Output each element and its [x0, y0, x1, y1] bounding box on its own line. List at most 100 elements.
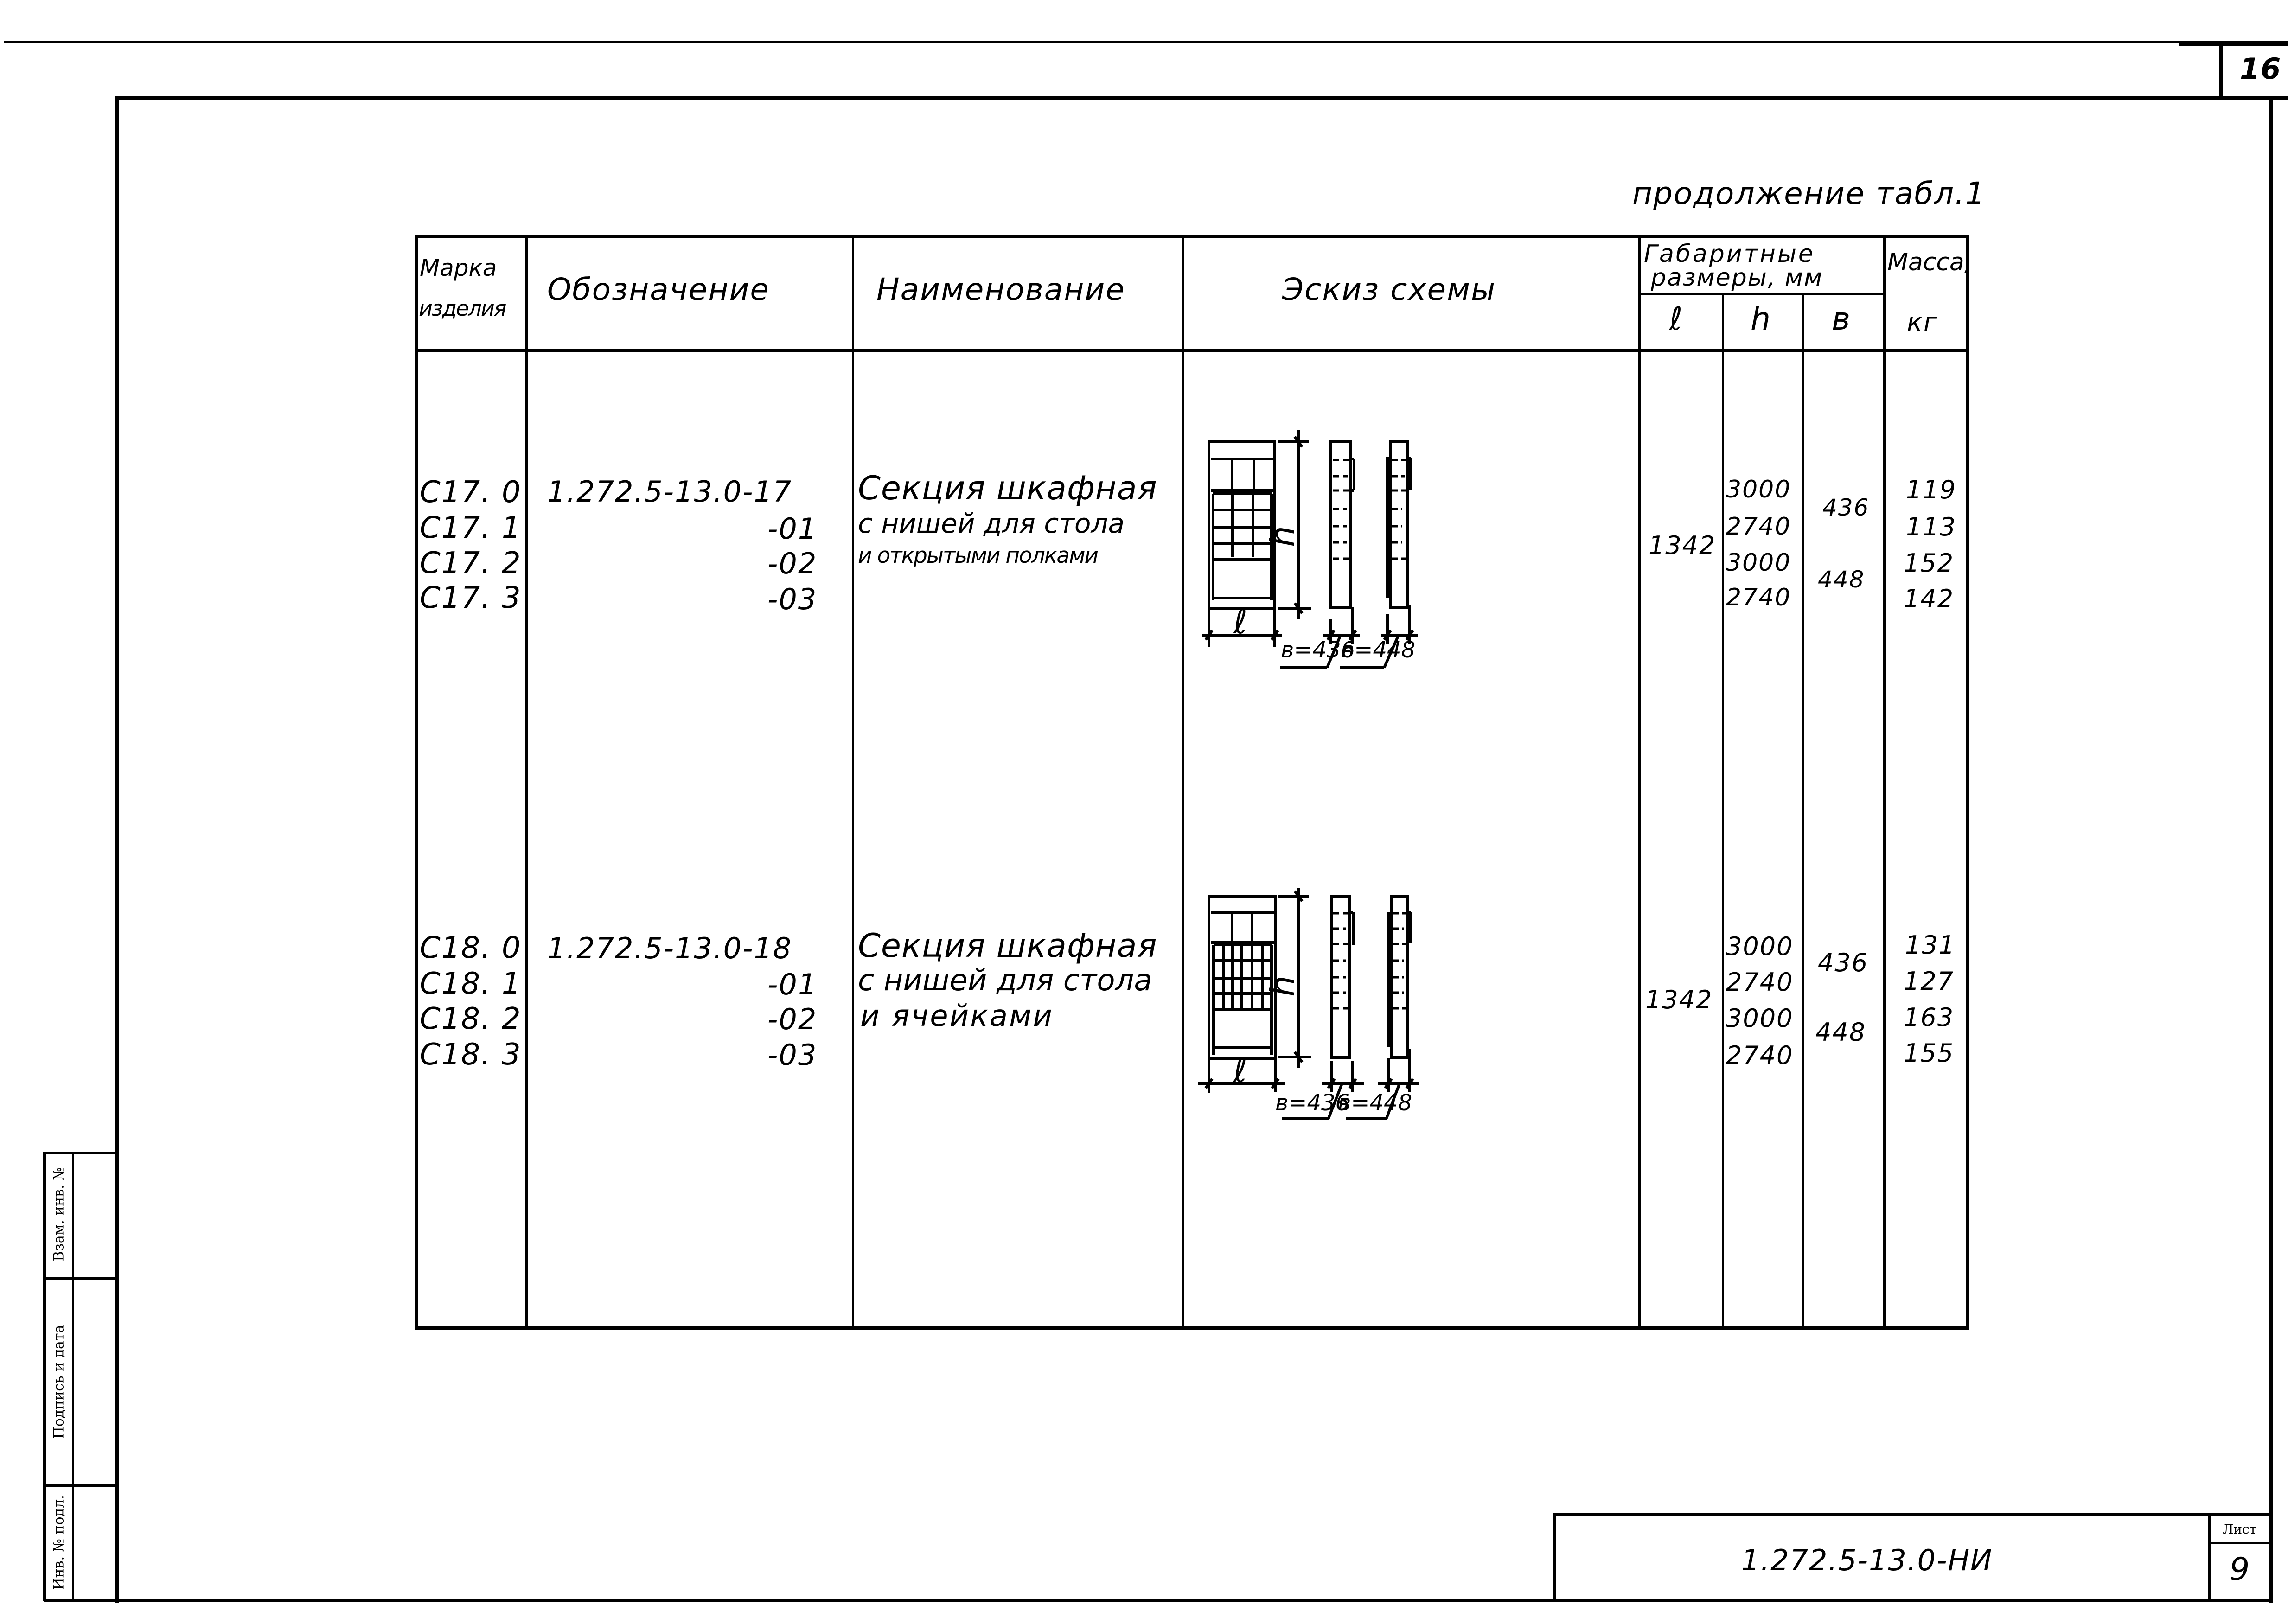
dim-h-value: 2740	[1726, 584, 1791, 611]
mass-value: 163	[1904, 1003, 1955, 1032]
name-line: и ячейками	[860, 999, 1054, 1033]
dim-b-value: 448	[1818, 566, 1865, 593]
header-dim-h: h	[1751, 301, 1772, 338]
mark-cell: С17. 1	[420, 511, 522, 545]
name-line: Секция шкафная	[858, 927, 1157, 965]
header-name: Наименование	[876, 272, 1125, 307]
title-block-top	[1553, 1513, 2272, 1516]
sketch-b-label-2: в=448	[1341, 637, 1416, 663]
designation-suffix: -01	[767, 512, 818, 546]
corner-box-top	[2179, 43, 2288, 46]
stamp-label-replacement-inv: Взам. инв. №	[51, 1167, 67, 1261]
sketch-l-label: ℓ	[1233, 1051, 1248, 1089]
sketch-h-label: h	[1263, 974, 1302, 997]
header-dim-b: в	[1832, 301, 1852, 338]
mass-value: 152	[1904, 548, 1955, 578]
frame-left	[115, 96, 119, 1603]
dim-l-value: 1342	[1649, 531, 1716, 560]
sketch-c17	[1202, 430, 1418, 669]
mass-value: 142	[1904, 584, 1955, 613]
col-line-0	[415, 235, 418, 1330]
title-block-sheet-divider	[2208, 1513, 2211, 1601]
sheet-label: Лист	[2223, 1522, 2257, 1537]
name-line: Секция шкафная	[858, 469, 1157, 507]
sketch-b-label-1: в=436	[1275, 1090, 1350, 1116]
table-header-bottom	[415, 349, 1969, 352]
sketch-b-label-1: в=436	[1281, 637, 1355, 663]
stamp-top	[43, 1152, 117, 1154]
mark-cell: С18. 2	[420, 1002, 522, 1036]
designation-suffix: -01	[767, 968, 818, 1001]
mark-cell: С17. 0	[420, 475, 522, 509]
col-line-4	[1638, 235, 1641, 1330]
scan-top-line	[4, 41, 2288, 43]
designation-main: 1.272.5-13.0-18	[547, 931, 792, 965]
mark-cell: С18. 0	[420, 931, 522, 965]
mass-value: 155	[1904, 1038, 1955, 1068]
sketch-h-label: h	[1263, 525, 1302, 547]
dim-b-value: 436	[1822, 494, 1870, 521]
dim-l-value: 1342	[1645, 985, 1713, 1014]
header-dimensions-line1: Габаритные	[1644, 240, 1815, 268]
corner-number: 16	[2240, 52, 2282, 86]
document-code: 1.272.5-13.0-НИ	[1741, 1543, 1993, 1577]
sheet-number: 9	[2230, 1551, 2251, 1588]
header-sketch: Эскиз схемы	[1282, 272, 1496, 307]
title-block-sheet-label-divider	[2208, 1542, 2271, 1544]
stamp-row-divider-2	[43, 1484, 117, 1487]
mark-cell: С17. 3	[420, 581, 522, 615]
sketch-c18	[1198, 888, 1419, 1120]
col-line-1	[525, 235, 528, 1330]
dim-h-value: 3000	[1726, 549, 1791, 577]
header-mass: Масса,	[1887, 248, 1972, 276]
dim-b-value: 436	[1818, 948, 1869, 977]
stamp-label-signature-date: Подпись и дата	[51, 1325, 67, 1439]
title-block-left	[1553, 1513, 1556, 1601]
col-line-6	[1802, 293, 1804, 1330]
header-dimensions-line2: размеры, мм	[1651, 264, 1823, 292]
dim-b-value: 448	[1815, 1018, 1866, 1047]
table-caption: продолжение табл.1	[1632, 176, 1986, 211]
table-top-border	[415, 235, 1969, 238]
col-line-8	[1966, 235, 1969, 1330]
header-mark-line2: изделия	[419, 296, 506, 321]
mass-value: 119	[1906, 475, 1957, 504]
dim-h-value: 3000	[1726, 476, 1791, 503]
dim-h-value: 2740	[1726, 513, 1791, 541]
stamp-inner-divider	[72, 1152, 74, 1601]
stamp-row-divider-1	[43, 1277, 117, 1280]
designation-main: 1.272.5-13.0-17	[547, 475, 792, 509]
frame-bottom	[44, 1599, 2273, 1602]
frame-right	[2269, 96, 2273, 1603]
designation-suffix: -02	[767, 1002, 818, 1036]
col-line-5	[1722, 293, 1724, 1330]
dim-h-value: 2740	[1726, 1041, 1794, 1070]
name-line: с нишей для стола	[858, 508, 1125, 539]
sketch-b-label-2: в=448	[1338, 1090, 1412, 1116]
table-bottom-border	[415, 1326, 1969, 1330]
corner-box-left	[2219, 43, 2223, 99]
designation-suffix: -03	[767, 582, 818, 616]
dim-subheader-line	[1639, 293, 1885, 295]
header-mark-line1: Марка	[420, 255, 497, 281]
sketch-l-label: ℓ	[1233, 602, 1248, 641]
dim-h-value: 3000	[1726, 932, 1794, 961]
stamp-label-original-inv: Инв. № подл.	[51, 1495, 67, 1590]
frame-top	[116, 96, 2288, 100]
mass-value: 113	[1906, 512, 1957, 541]
col-line-3	[1182, 235, 1184, 1330]
dim-h-value: 3000	[1726, 1004, 1794, 1033]
header-designation: Обозначение	[547, 272, 770, 307]
header-mass-unit: кг	[1907, 307, 1938, 338]
mass-value: 131	[1905, 930, 1956, 960]
col-line-7	[1883, 235, 1886, 1330]
designation-suffix: -02	[767, 547, 818, 580]
stamp-outer-left	[43, 1152, 46, 1601]
designation-suffix: -03	[767, 1038, 818, 1072]
name-line: и открытыми полками	[858, 543, 1099, 568]
mark-cell: С17. 2	[420, 546, 522, 580]
mark-cell: С18. 1	[420, 967, 522, 1001]
col-line-2	[852, 235, 854, 1330]
header-dim-l: ℓ	[1669, 301, 1684, 338]
mass-value: 127	[1904, 967, 1955, 996]
